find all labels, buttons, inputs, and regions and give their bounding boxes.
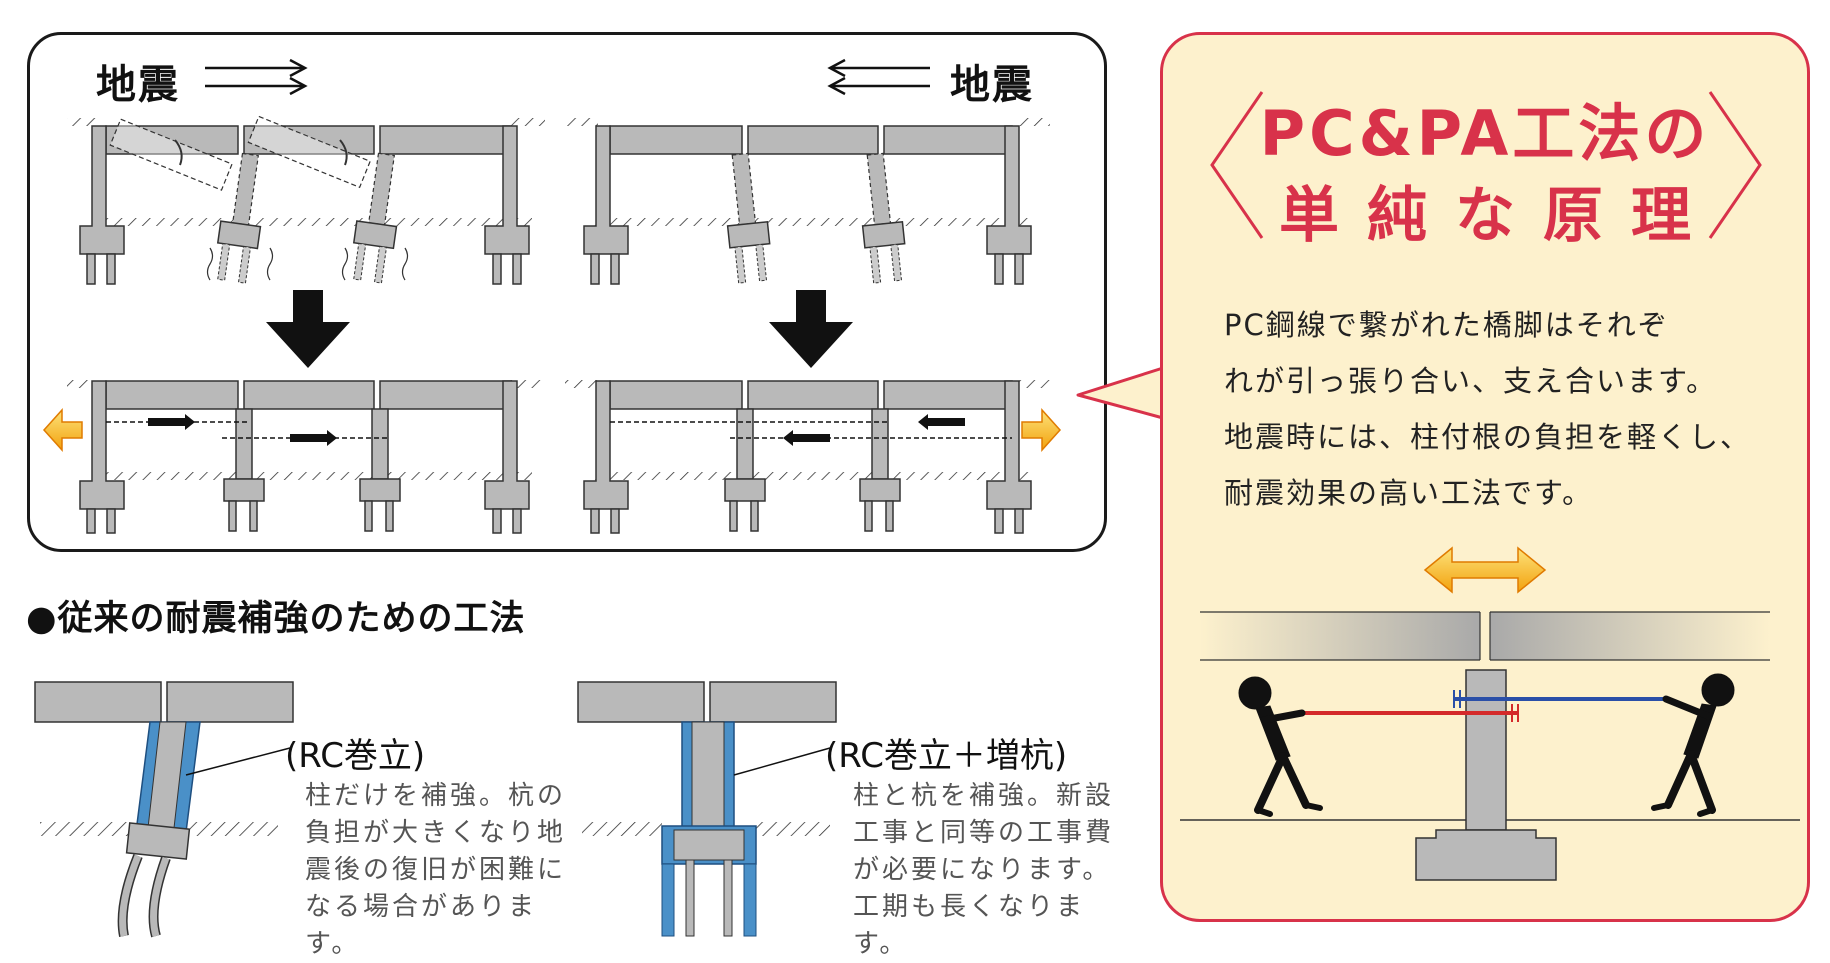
description-line: 工期も長くなります。 (853, 892, 1086, 959)
quake-arrow-left-icon (827, 58, 930, 96)
pull-arrow-left-icon (42, 408, 83, 452)
double-arrow-icon (1423, 546, 1547, 594)
description-line: 工事と同等の工事費 (853, 818, 1115, 848)
method-description-rc-pile: 柱と杭を補強。新設 工事と同等の工事費 が必要になります。 工期も長くなります。 (853, 778, 1123, 963)
earthquake-label-right: 地震 (950, 62, 1034, 108)
title-bracket-left-icon (1210, 91, 1264, 239)
panel-title-line1: PC&PA工法の (1259, 97, 1711, 170)
pcpa-bridge-right (565, 380, 1062, 534)
rc-jacket-diagram (34, 681, 294, 938)
method-title-rc-pile: (RC巻立＋増杭) (825, 736, 1068, 776)
damaged-bridge-left (67, 115, 545, 285)
method-description-rc: 柱だけを補強。杭の 負担が大きくなり地 震後の復旧が困難に なる場合があります。 (305, 778, 575, 963)
panel-body-line: 耐震効果の高い工法です。 (1224, 476, 1594, 510)
description-line: 柱だけを補強。杭の (305, 781, 567, 811)
method-title-rc: (RC巻立) (285, 736, 426, 776)
panel-body-line: PC鋼線で繋がれた橋脚はそれぞ (1224, 308, 1669, 342)
pcpa-bridge-left (42, 380, 545, 534)
panel-title-line2: 単純な原理 (1279, 181, 1719, 251)
down-arrow-right-icon (769, 290, 853, 368)
pull-arrow-right-icon (1021, 408, 1062, 452)
damaged-bridge-right (565, 118, 1050, 285)
down-arrow-left-icon (266, 290, 350, 368)
panel-body-line: れが引っ張り合い、支え合います。 (1224, 364, 1718, 398)
stick-figure-right-icon (1651, 673, 1735, 817)
quake-arrow-right-icon (205, 58, 308, 96)
title-bracket-right-icon (1708, 91, 1762, 239)
description-line: なる場合があります。 (305, 892, 538, 959)
earthquake-label-left: 地震 (96, 62, 180, 108)
description-line: が必要になります。 (853, 855, 1112, 885)
rc-jacket-pile-diagram (577, 681, 837, 937)
stick-figure-left-icon (1238, 676, 1323, 817)
description-line: 負担が大きくなり地 (305, 818, 567, 848)
pier-icon (1415, 669, 1557, 881)
section-heading: ●従来の耐震補強のための工法 (26, 599, 526, 639)
description-line: 震後の復旧が困難に (305, 855, 567, 885)
description-line: 柱と杭を補強。新設 (853, 781, 1115, 811)
panel-body-line: 地震時には、柱付根の負担を軽くし、 (1224, 420, 1752, 454)
